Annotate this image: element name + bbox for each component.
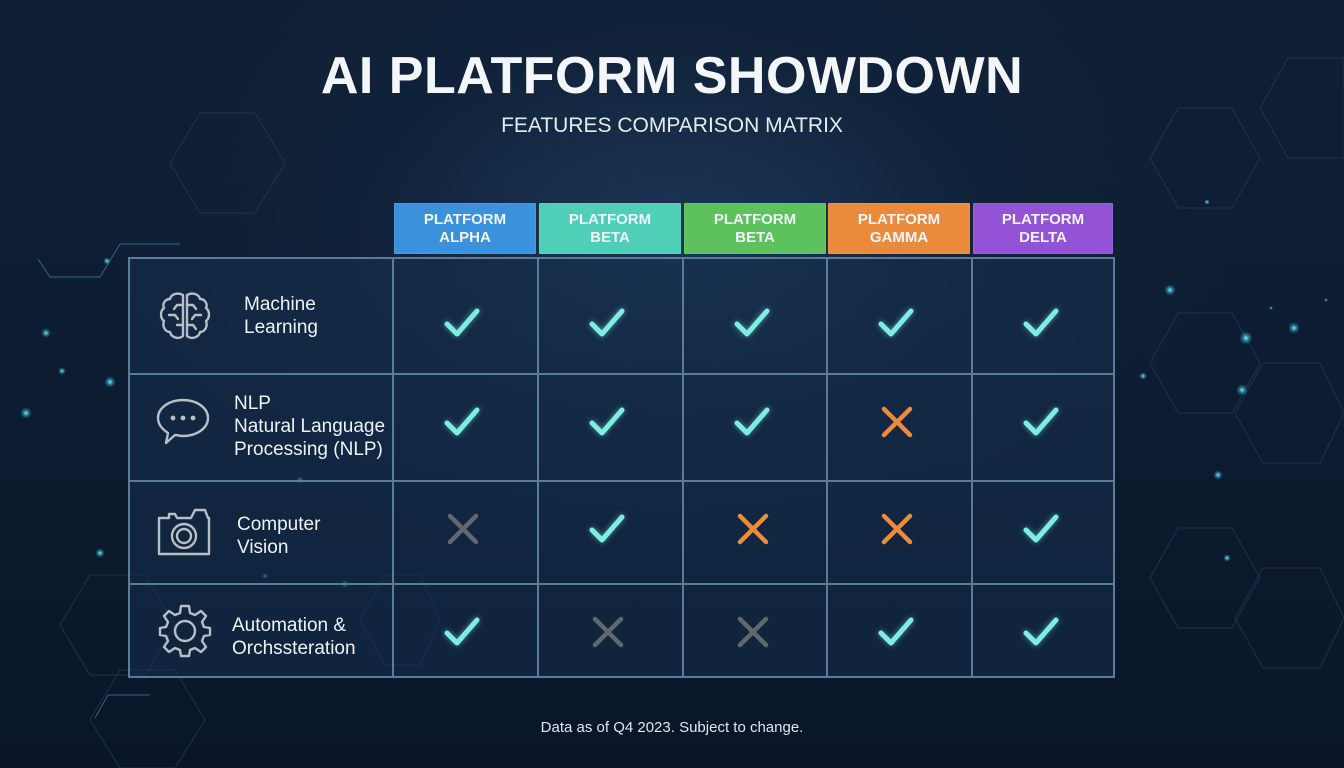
feature-row-automation: Automation & Orchssteration [130, 585, 392, 678]
comparison-matrix: Machine Learning NLP Natural Language Pr… [128, 257, 1115, 678]
cross-icon [737, 513, 769, 545]
check-icon [589, 407, 625, 436]
feature-label: Automation & Orchssteration [232, 614, 356, 660]
platform-header-line1: PLATFORM [713, 210, 797, 228]
platform-header-line2: BETA [735, 228, 775, 246]
feature-label-line: Computer [237, 514, 321, 535]
platform-headers: PLATFORM ALPHA PLATFORM BETA PLATFORM BE… [392, 203, 1114, 254]
grid-divider [971, 259, 973, 676]
platform-header-alpha: PLATFORM ALPHA [394, 203, 536, 254]
cross-icon [881, 513, 913, 545]
platform-header-beta: PLATFORM BETA [539, 203, 681, 254]
brain-icon [159, 292, 211, 340]
platform-header-line2: GAMMA [869, 228, 929, 246]
feature-row-nlp: NLP Natural Language Processing (NLP) [130, 375, 392, 480]
cross-icon [592, 616, 624, 648]
feature-label-line: Automation & [232, 615, 347, 636]
check-icon [589, 514, 625, 543]
check-icon [1023, 617, 1059, 646]
cross-icon [881, 406, 913, 438]
feature-label-line: Machine [244, 294, 316, 315]
feature-row-computer-vision: Computer Vision [130, 482, 392, 583]
feature-label: Machine Learning [244, 293, 318, 339]
feature-label-line: Orchssteration [232, 638, 356, 659]
feature-label: Computer Vision [237, 513, 320, 559]
camera-icon [157, 508, 211, 556]
cross-icon [737, 616, 769, 648]
feature-label-line: NLP [234, 393, 271, 414]
platform-header-delta: PLATFORM DELTA [973, 203, 1113, 254]
check-icon [444, 407, 480, 436]
grid-divider [537, 259, 539, 676]
cross-icon [447, 513, 479, 545]
platform-header-gamma: PLATFORM GAMMA [828, 203, 970, 254]
feature-label-line: Natural Language [234, 416, 386, 437]
check-icon [589, 308, 625, 337]
feature-label-line: Vision [237, 537, 289, 558]
grid-divider [392, 259, 394, 676]
grid-divider [130, 480, 1113, 482]
check-icon [734, 407, 770, 436]
chat-bubble-icon [156, 398, 210, 445]
platform-header-beta-2: PLATFORM BETA [684, 203, 826, 254]
grid-divider [826, 259, 828, 676]
feature-label: NLP Natural Language Processing (NLP) [234, 392, 385, 461]
gear-icon [158, 604, 212, 658]
platform-header-line2: DELTA [1019, 228, 1067, 246]
page-title: AI PLATFORM SHOWDOWN [320, 47, 1024, 105]
check-icon [1023, 308, 1059, 337]
grid-divider [130, 583, 1113, 585]
check-icon [878, 617, 914, 646]
platform-header-line1: PLATFORM [423, 210, 507, 228]
platform-header-line1: PLATFORM [857, 210, 941, 228]
platform-header-line1: PLATFORM [1001, 210, 1085, 228]
grid-divider [682, 259, 684, 676]
check-icon [444, 617, 480, 646]
platform-header-line2: BETA [590, 228, 630, 246]
footnote: Data as of Q4 2023. Subject to change. [540, 719, 804, 736]
grid-divider [130, 373, 1113, 375]
check-icon [444, 308, 480, 337]
feature-row-machine-learning: Machine Learning [130, 259, 392, 373]
feature-label-line: Processing (NLP) [234, 439, 383, 460]
check-icon [878, 308, 914, 337]
check-icon [1023, 407, 1059, 436]
check-icon [1023, 514, 1059, 543]
check-icon [734, 308, 770, 337]
feature-label-line: Learning [244, 317, 318, 338]
platform-header-line1: PLATFORM [568, 210, 652, 228]
page-subtitle: FEATURES COMPARISON MATRIX [501, 114, 843, 137]
platform-header-line2: ALPHA [439, 228, 491, 246]
